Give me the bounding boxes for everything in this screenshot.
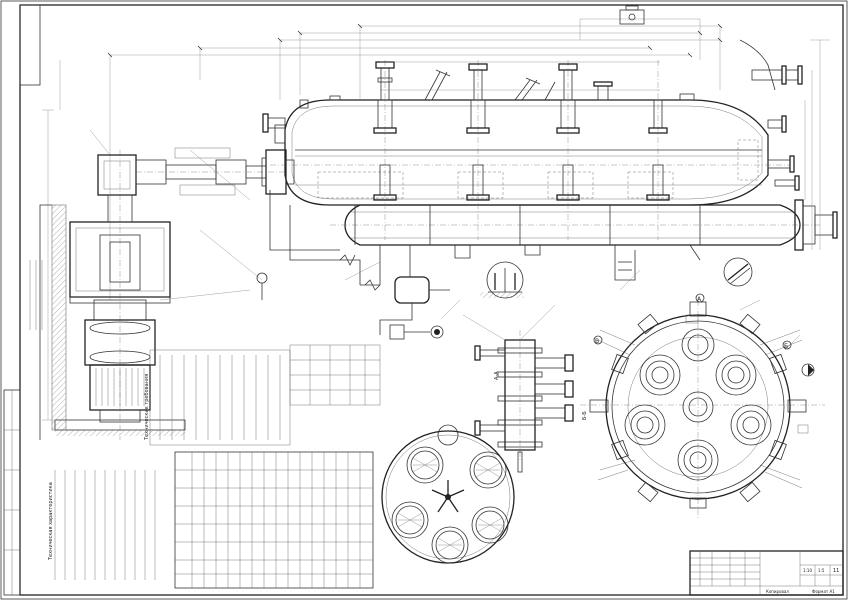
sheet-number: 11	[833, 568, 839, 574]
section-label-b: Б	[784, 343, 788, 350]
piping-schematic	[89, 129, 450, 340]
side-section-view	[474, 330, 574, 473]
copied-label: Копировал	[766, 589, 789, 594]
scale-mark-1: 1:10	[803, 568, 812, 573]
characteristic-block: Техническая характеристика	[29, 260, 156, 580]
scale-mark-2: 1:5	[818, 568, 825, 573]
tube-bundle-view	[381, 424, 515, 564]
vessel-main-view	[262, 39, 838, 281]
section-label-v: В	[595, 338, 599, 345]
section-label-a: А	[697, 296, 702, 303]
parts-table	[174, 344, 381, 589]
detail-circle	[480, 261, 524, 299]
title-block: 11 1:10 1:5 Копировал Формат А1	[689, 550, 844, 596]
section-label-bb: Б-Б	[582, 411, 588, 420]
section-label-aa: А-А	[494, 371, 500, 380]
requirements-heading: Технические требования	[144, 374, 150, 441]
format-label: Формат А1	[812, 589, 835, 594]
drive-assembly	[39, 147, 295, 440]
detail-circle-small	[723, 257, 753, 287]
cross-section-view	[580, 300, 825, 520]
characteristic-heading: Техническая характеристика	[48, 482, 54, 561]
section-labels: А Б В А-А Б-Б	[494, 293, 792, 420]
annotation-leaders	[344, 261, 761, 341]
